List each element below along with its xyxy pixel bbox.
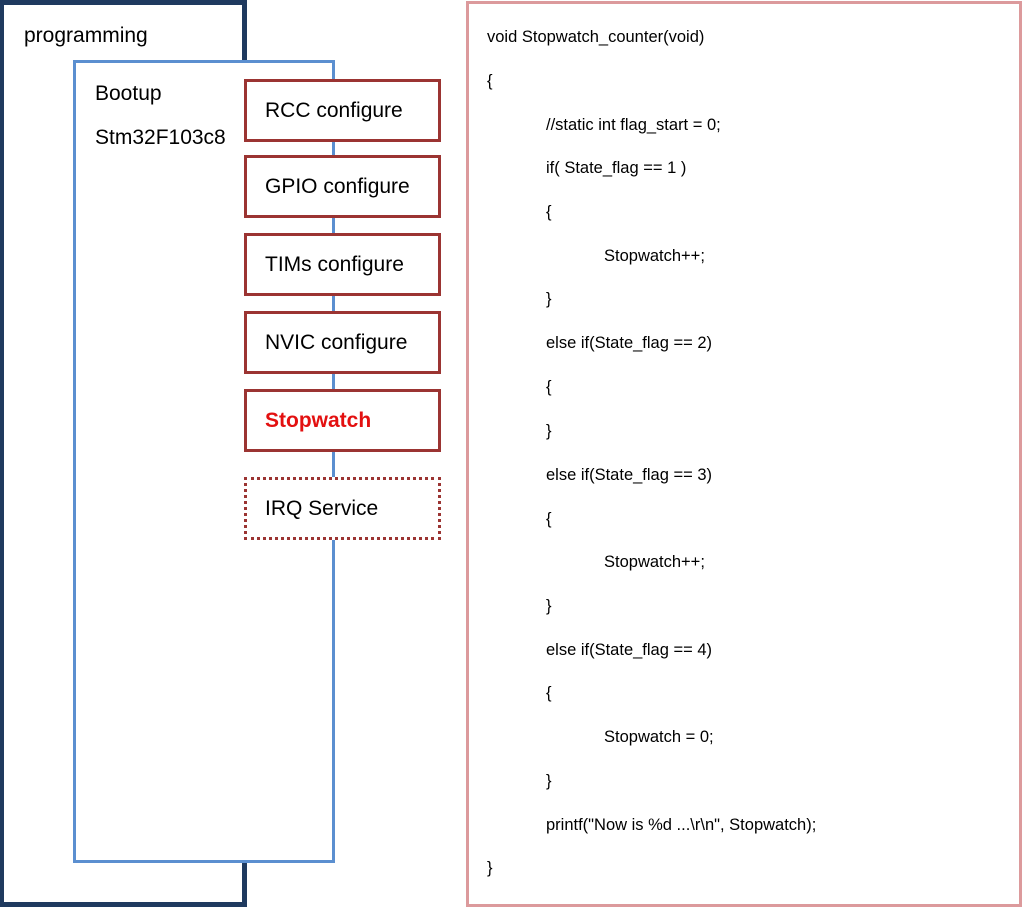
code-line: //static int flag_start = 0; [546, 116, 721, 134]
code-line: { [546, 203, 552, 221]
step-label: RCC configure [265, 98, 403, 122]
code-line: printf("Now is %d ...\r\n", Stopwatch); [546, 816, 817, 834]
code-panel [466, 1, 1022, 907]
step-rcc-configure: RCC configure [244, 79, 441, 142]
step-label: Stopwatch [265, 408, 372, 432]
bootup-label: Bootup [95, 82, 162, 105]
flow-connector [332, 138, 335, 478]
code-line: } [546, 422, 552, 440]
chip-label: Stm32F103c8 [95, 126, 226, 149]
step-tims-configure: TIMs configure [244, 233, 441, 296]
step-label: GPIO configure [265, 174, 410, 198]
code-line: if( State_flag == 1 ) [546, 159, 687, 177]
code-line: Stopwatch++; [604, 553, 705, 571]
code-line: Stopwatch = 0; [604, 728, 714, 746]
programming-label: programming [24, 24, 148, 47]
code-line: } [546, 597, 552, 615]
code-line: Stopwatch++; [604, 247, 705, 265]
code-line: } [487, 859, 493, 877]
step-irq-service: IRQ Service [244, 477, 441, 540]
code-line: else if(State_flag == 2) [546, 334, 713, 352]
step-stopwatch: Stopwatch [244, 389, 441, 452]
code-line: { [546, 684, 552, 702]
step-label: IRQ Service [265, 496, 379, 520]
code-line: } [546, 772, 552, 790]
code-line: void Stopwatch_counter(void) [487, 28, 705, 46]
step-nvic-configure: NVIC configure [244, 311, 441, 374]
code-line: { [487, 72, 493, 90]
code-line: { [546, 378, 552, 396]
step-label: NVIC configure [265, 330, 408, 354]
code-line: { [546, 510, 552, 528]
code-line: } [546, 290, 552, 308]
step-gpio-configure: GPIO configure [244, 155, 441, 218]
code-line: else if(State_flag == 4) [546, 641, 713, 659]
step-label: TIMs configure [265, 252, 404, 276]
code-line: else if(State_flag == 3) [546, 466, 713, 484]
